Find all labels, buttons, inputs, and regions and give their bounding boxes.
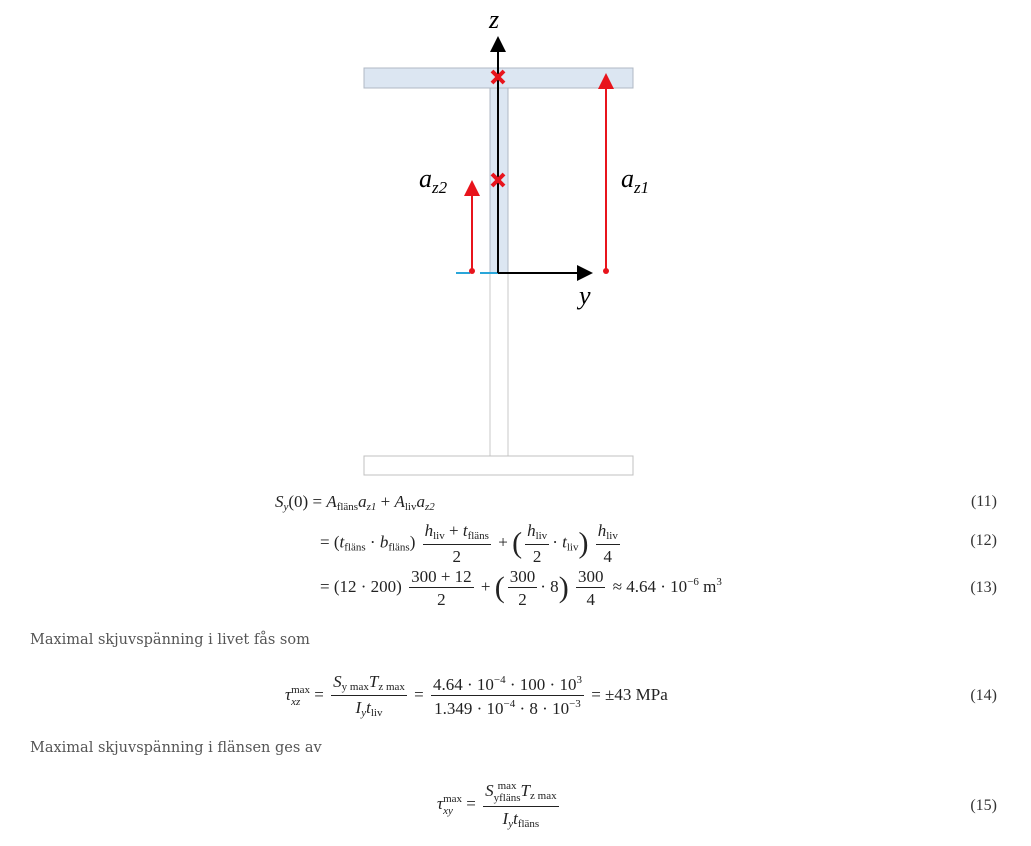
paragraph-text: Maximal skjuvspänning i livet fås som	[30, 632, 310, 648]
az1-label: az1	[621, 164, 649, 197]
paragraph-text: Maximal skjuvspänning i flänsen ges av	[30, 740, 322, 756]
z-axis-label: z	[488, 5, 499, 34]
equation-number: (12)	[970, 532, 997, 549]
az1-origin-dot	[603, 268, 609, 274]
web-centroid-cross-icon	[490, 172, 506, 188]
equation-number: (13)	[970, 579, 997, 596]
y-axis-label: y	[576, 281, 591, 310]
flange-centroid-cross-icon	[490, 69, 506, 85]
az2-origin-dot	[469, 268, 475, 274]
bottom-flange	[363, 455, 634, 476]
equation-number: (14)	[970, 687, 997, 704]
az2-label: az2	[419, 164, 448, 197]
i-beam-diagram: z y az2 az1	[363, 5, 649, 476]
equation-number: (11)	[970, 493, 997, 510]
equation-number: (15)	[970, 797, 997, 814]
equation-11: Sy(0) = Aflänsaz1 + Alivaz2	[275, 492, 435, 513]
web-lower	[489, 272, 509, 457]
